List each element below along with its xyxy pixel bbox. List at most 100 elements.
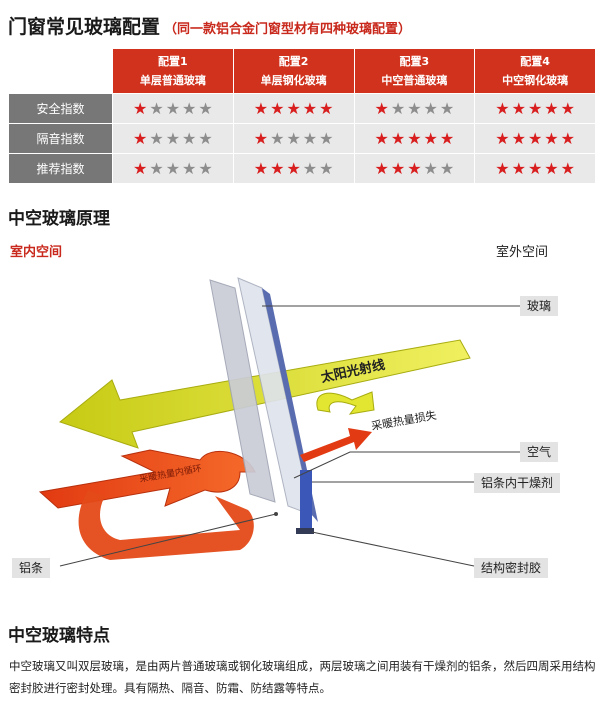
star-icon: ★ (560, 99, 575, 118)
star-icon: ★ (198, 159, 213, 178)
leader-dot (274, 512, 278, 516)
star-icon: ★ (149, 99, 164, 118)
star-icon: ★ (319, 159, 334, 178)
star-icon: ★ (407, 99, 422, 118)
star-icon: ★ (165, 159, 181, 178)
page-title: 门窗常见玻璃配置（同一款铝合金门窗型材有四种玻璃配置） (8, 12, 411, 39)
star-icon: ★ (439, 99, 455, 118)
star-icon: ★ (407, 129, 422, 148)
star-icon: ★ (527, 129, 543, 148)
star-rating: ★★★★★ (474, 123, 596, 154)
star-icon: ★ (560, 129, 575, 148)
star-icon: ★ (286, 159, 301, 178)
row-label-safety: 安全指数 (8, 93, 113, 124)
star-rating: ★★★★★ (232, 93, 355, 124)
star-icon: ★ (302, 99, 318, 118)
indoor-label: 室内空间 (10, 245, 63, 260)
star-rating: ★★★★★ (112, 153, 234, 184)
star-rating: ★★★★★ (232, 153, 355, 184)
star-icon: ★ (165, 129, 181, 148)
row-label-soundproof: 隔音指数 (8, 123, 113, 154)
star-icon: ★ (182, 129, 197, 148)
section-title-features: 中空玻璃特点 (8, 626, 110, 646)
star-icon: ★ (439, 129, 455, 148)
leader-line-air (293, 451, 520, 479)
star-icon: ★ (182, 159, 197, 178)
star-icon: ★ (270, 159, 285, 178)
star-icon: ★ (560, 159, 575, 178)
callout-desiccant: 铝条内干燥剂 (474, 473, 561, 493)
star-rating: ★★★★★ (474, 93, 596, 124)
features-description: 中空玻璃又叫双层玻璃，是由两片普通玻璃或钢化玻璃组成，两层玻璃之间用装有干燥剂的… (9, 659, 596, 695)
glass-pane-inner (209, 279, 276, 503)
heat-return-arrow (78, 490, 254, 560)
section-title-principle: 中空玻璃原理 (8, 209, 110, 229)
star-icon: ★ (133, 99, 148, 118)
star-icon: ★ (423, 99, 438, 118)
insulated-glass-diagram: 太阳光射线 采暖热量损失 采暖热量内循环 (38, 277, 520, 567)
table-row: 安全指数 ★★★★★ ★★★★★ ★★★★★ ★★★★★ (8, 93, 596, 124)
reflection-arrow (316, 391, 375, 415)
star-icon: ★ (374, 99, 389, 118)
star-icon: ★ (511, 99, 526, 118)
star-icon: ★ (149, 159, 164, 178)
star-icon: ★ (253, 99, 269, 118)
star-icon: ★ (149, 129, 164, 148)
star-icon: ★ (544, 99, 559, 118)
star-icon: ★ (286, 99, 301, 118)
heat-loss-label: 采暖热量损失 (370, 408, 437, 433)
star-icon: ★ (133, 159, 148, 178)
star-icon: ★ (286, 129, 301, 148)
star-rating: ★★★★★ (112, 123, 234, 154)
callout-glass: 玻璃 (520, 296, 559, 316)
star-icon: ★ (407, 159, 422, 178)
star-rating: ★★★★★ (232, 123, 355, 154)
callout-air: 空气 (520, 442, 559, 462)
star-rating: ★★★★★ (353, 153, 476, 184)
star-icon: ★ (544, 129, 559, 148)
star-icon: ★ (390, 129, 406, 148)
star-icon: ★ (495, 159, 510, 178)
sealant-strip (296, 528, 314, 534)
star-icon: ★ (270, 99, 285, 118)
leader-line-sealant (311, 531, 475, 567)
star-icon: ★ (182, 99, 197, 118)
title-main: 门窗常见玻璃配置 (8, 16, 161, 38)
star-icon: ★ (198, 129, 213, 148)
star-icon: ★ (319, 129, 334, 148)
star-icon: ★ (253, 159, 269, 178)
table-row: 隔音指数 ★★★★★ ★★★★★ ★★★★★ ★★★★★ (8, 123, 596, 154)
star-rating: ★★★★★ (474, 153, 596, 184)
title-subtitle: （同一款铝合金门窗型材有四种玻璃配置） (164, 22, 412, 37)
star-icon: ★ (423, 159, 438, 178)
callout-aluminum: 铝条 (12, 558, 51, 578)
star-rating: ★★★★★ (353, 93, 476, 124)
star-icon: ★ (390, 159, 406, 178)
star-icon: ★ (495, 129, 510, 148)
star-icon: ★ (544, 159, 559, 178)
star-icon: ★ (270, 129, 285, 148)
star-icon: ★ (511, 129, 526, 148)
star-icon: ★ (423, 129, 438, 148)
star-icon: ★ (165, 99, 181, 118)
table-row: 推荐指数 ★★★★★ ★★★★★ ★★★★★ ★★★★★ (8, 153, 596, 184)
star-icon: ★ (511, 159, 526, 178)
star-icon: ★ (302, 129, 318, 148)
star-icon: ★ (527, 99, 543, 118)
heat-loss-arrow (300, 428, 372, 462)
callout-sealant: 结构密封胶 (474, 558, 549, 578)
star-icon: ★ (374, 129, 389, 148)
star-icon: ★ (319, 99, 334, 118)
star-icon: ★ (495, 99, 510, 118)
row-label-recommend: 推荐指数 (8, 153, 113, 184)
star-icon: ★ (253, 129, 269, 148)
star-icon: ★ (390, 99, 406, 118)
star-icon: ★ (133, 129, 148, 148)
leader-line-aluminum (59, 513, 277, 567)
star-icon: ★ (198, 99, 213, 118)
